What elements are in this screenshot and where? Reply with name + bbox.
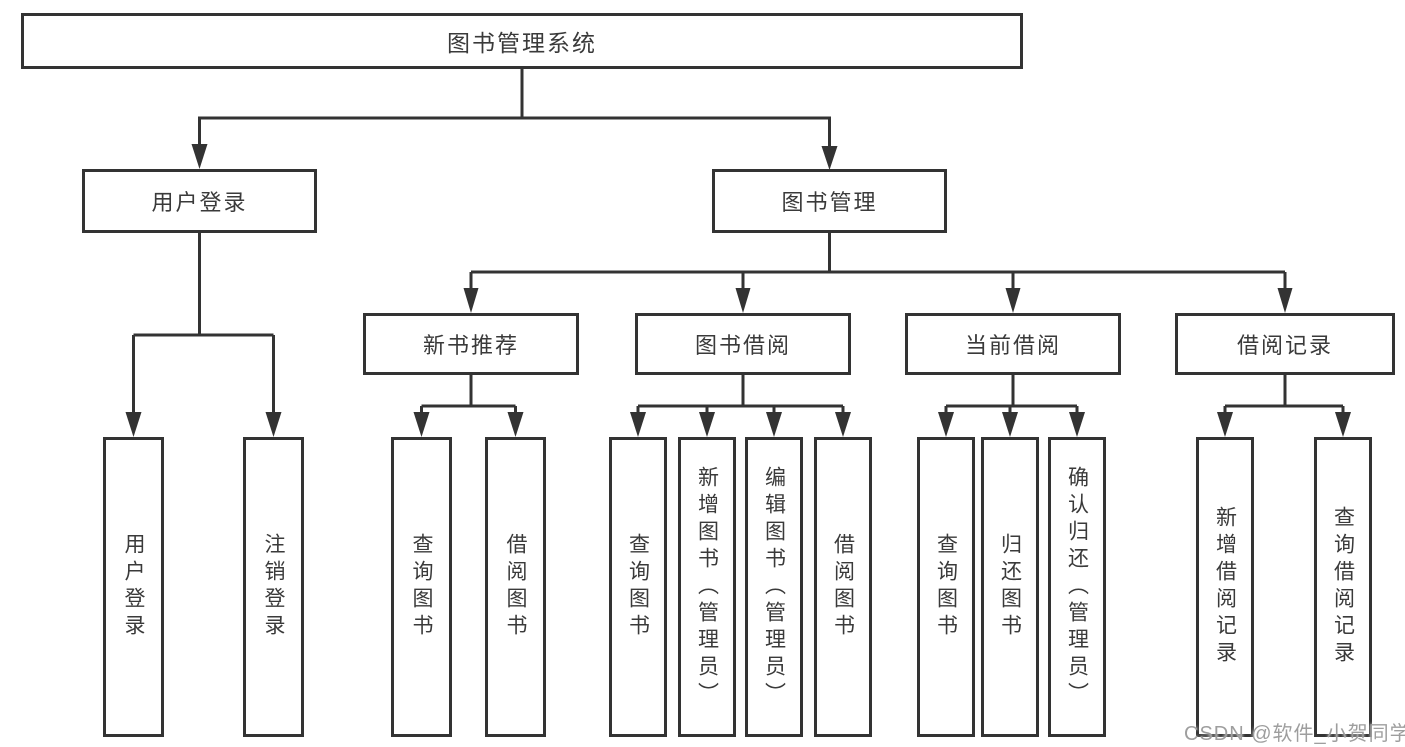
node-library-system: 图书管理系统 — [21, 13, 1023, 69]
leaf-add-book-admin: 新增图书（管理员） — [678, 437, 736, 737]
node-new-book-recommend: 新书推荐 — [363, 313, 579, 375]
leaf-return-book: 归还图书 — [981, 437, 1039, 737]
leaf-query-books-borrow: 查询图书 — [609, 437, 667, 737]
node-user-login: 用户登录 — [82, 169, 317, 233]
csdn-watermark: CSDN @软件_小贺同学 — [1184, 723, 1405, 745]
leaf-borrow-books: 借阅图书 — [814, 437, 872, 737]
node-book-borrow: 图书借阅 — [635, 313, 851, 375]
leaf-user-login: 用户登录 — [103, 437, 164, 737]
leaf-logout: 注销登录 — [243, 437, 304, 737]
leaf-borrow-books-recommend: 借阅图书 — [485, 437, 546, 737]
leaf-confirm-return-admin: 确认归还（管理员） — [1048, 437, 1106, 737]
leaf-add-borrow-record: 新增借阅记录 — [1196, 437, 1254, 737]
leaf-query-books-current: 查询图书 — [917, 437, 975, 737]
leaf-query-borrow-record: 查询借阅记录 — [1314, 437, 1372, 737]
node-borrow-records: 借阅记录 — [1175, 313, 1395, 375]
leaf-edit-book-admin: 编辑图书（管理员） — [745, 437, 803, 737]
node-current-borrow: 当前借阅 — [905, 313, 1121, 375]
node-book-management: 图书管理 — [712, 169, 947, 233]
leaf-query-books-recommend: 查询图书 — [391, 437, 452, 737]
